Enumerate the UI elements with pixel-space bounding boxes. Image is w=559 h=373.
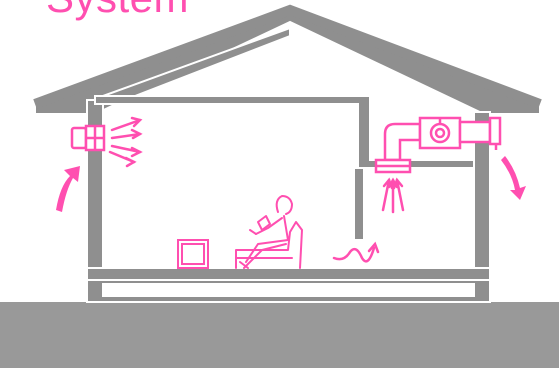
- roof-inner-left: [102, 26, 291, 97]
- crawlspace: [102, 283, 475, 297]
- airflow-arrow-icon: [56, 166, 80, 212]
- airflow-arrow-icon: [332, 241, 380, 263]
- floor-slab: [86, 267, 491, 281]
- television-icon: [177, 239, 209, 269]
- diagram-title: System: [46, 0, 189, 22]
- house-structure: [34, 8, 541, 303]
- exhaust-vent-icon: [70, 124, 106, 152]
- airflow-arrow-icon: [501, 156, 526, 200]
- person-in-armchair-icon: [235, 195, 303, 269]
- airflow-arrow-icon: [108, 116, 143, 168]
- airflow-arrow-icon: [381, 177, 405, 214]
- interior-column: [353, 167, 365, 241]
- attic-ceiling: [94, 95, 475, 169]
- ground: [0, 292, 559, 368]
- supply-fan-unit-icon: [374, 116, 502, 174]
